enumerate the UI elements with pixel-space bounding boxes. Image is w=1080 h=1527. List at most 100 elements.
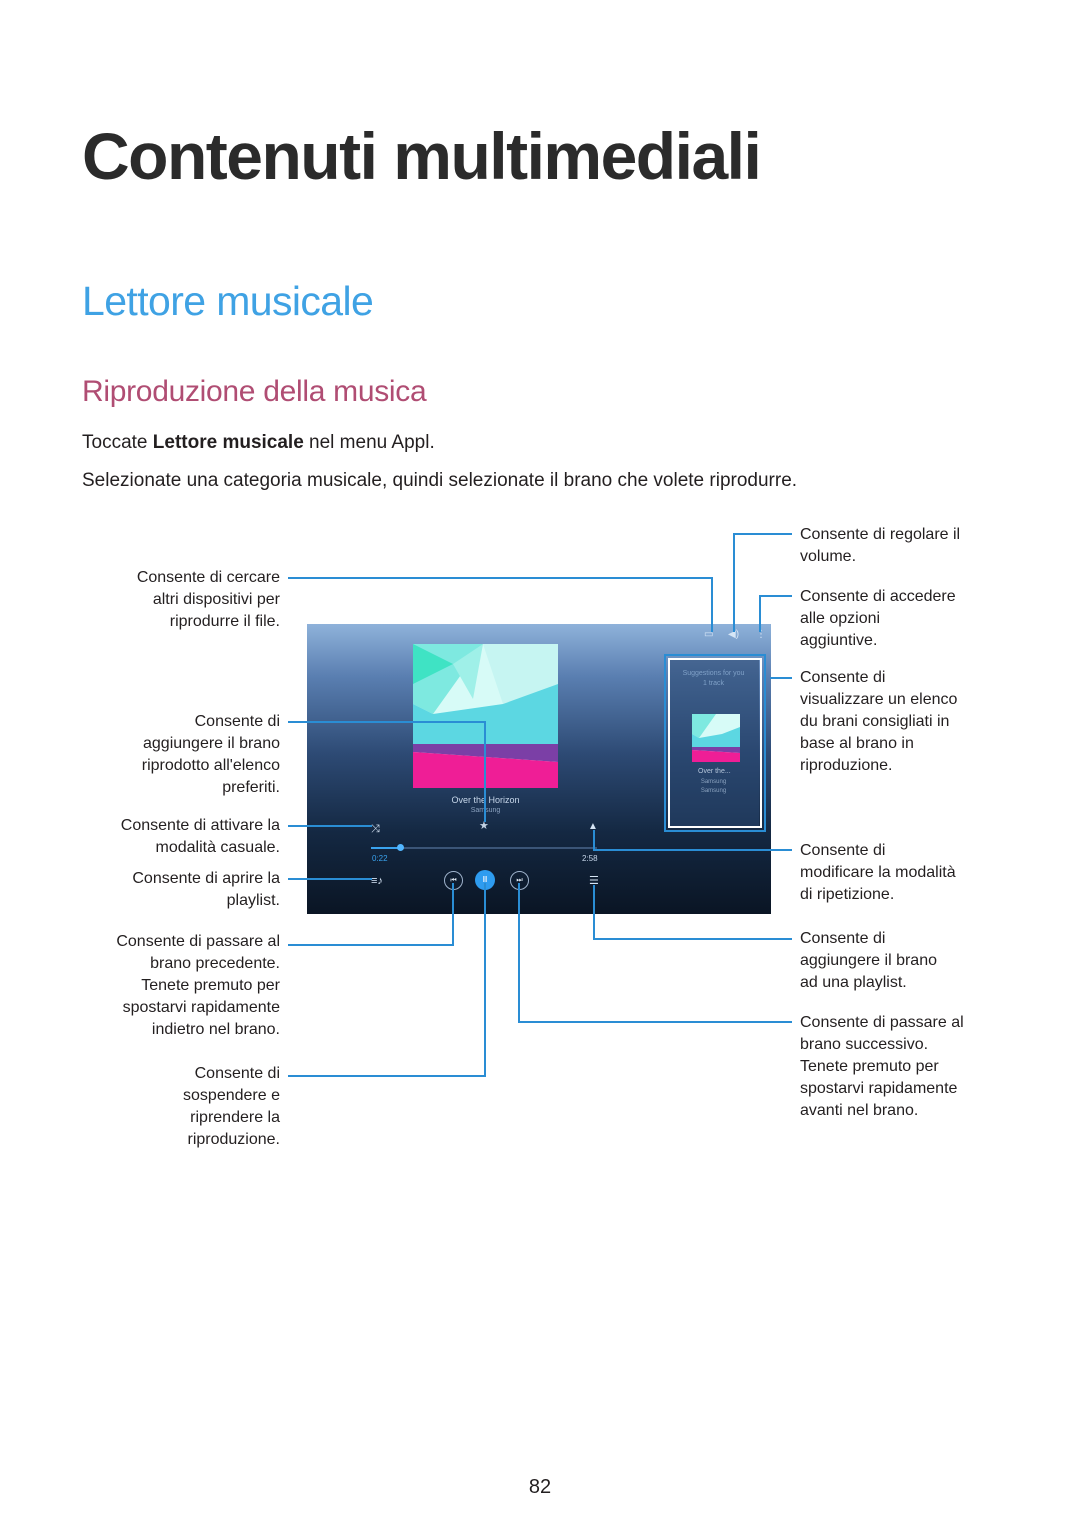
star-icon[interactable]: ★ — [479, 820, 489, 832]
callout-repeat: Consente di modificare la modalità di ri… — [800, 840, 990, 906]
callout-line: modificare la modalità — [800, 864, 956, 881]
device-search-icon[interactable]: ▭ — [704, 629, 714, 640]
suggestions-panel[interactable]: Suggestions for you 1 track Over the... … — [668, 658, 759, 826]
callout-previous: Consente di passare al brano precedente.… — [60, 931, 280, 1041]
music-player-screenshot: ▭ ◀) ⋮ Over the Horizon Samsung ★ ⤨ ▲ 0:… — [307, 624, 771, 914]
suggested-track-album: Samsung — [700, 788, 727, 794]
instruction-suffix: nel menu Appl. — [303, 432, 435, 453]
progress-knob[interactable] — [397, 844, 405, 851]
callout-line: Consente di — [194, 1065, 280, 1082]
callout-line: alle opzioni — [800, 610, 881, 627]
album-art — [413, 644, 558, 788]
callout-line: Consente di — [800, 930, 886, 947]
leader-add-to-playlist — [593, 885, 792, 940]
callout-line: base al brano in — [800, 735, 914, 752]
pause-button[interactable]: II — [475, 870, 495, 890]
callout-line: brano precedente. — [150, 955, 280, 972]
callout-line: brano successivo. — [800, 1036, 929, 1053]
previous-icon: ⏮ — [450, 877, 457, 884]
callout-line: di ripetizione. — [800, 886, 895, 903]
leader-repeat — [593, 830, 792, 851]
callout-pause-resume: Consente di sospendere e riprendere la r… — [60, 1063, 280, 1151]
suggested-album-art[interactable] — [692, 714, 740, 762]
callout-line: Consente di — [800, 842, 886, 859]
callout-line: avanti nel brano. — [800, 1102, 919, 1119]
callout-line: du brani consigliati in — [800, 713, 950, 730]
callout-line: aggiungere il brano — [800, 952, 937, 969]
subsection-title: Riproduzione della musica — [82, 375, 427, 408]
callout-line: indietro nel brano. — [151, 1021, 280, 1038]
app-name-bold: Lettore musicale — [152, 432, 304, 453]
callout-suggestions: Consente di visualizzare un elenco du br… — [800, 667, 990, 777]
callout-line: riproduzione. — [800, 757, 893, 774]
chapter-title: Contenuti multimediali — [82, 119, 762, 193]
playlist-icon[interactable]: ≡♪ — [371, 875, 383, 887]
leader-volume — [733, 533, 792, 632]
suggested-track-title: Over the... — [698, 768, 731, 775]
leader-next — [518, 883, 792, 1023]
album-art-graphic — [413, 644, 558, 788]
callout-add-favorites: Consente di aggiungere il brano riprodot… — [60, 711, 280, 799]
shuffle-icon[interactable]: ⤨ — [371, 823, 380, 835]
callout-next: Consente di passare al brano successivo.… — [800, 1012, 990, 1122]
pause-icon: II — [482, 875, 488, 884]
instruction-paragraph-1: Toccate Lettore musicale nel menu Appl. — [82, 432, 435, 454]
callout-more-options: Consente di accedere alle opzioni aggiun… — [800, 586, 990, 652]
callout-line: riprodotto all'elenco — [141, 757, 280, 774]
callout-line: spostarvi rapidamente — [800, 1080, 958, 1097]
callout-open-playlist: Consente di aprire la playlist. — [60, 868, 280, 912]
callout-line: Consente di passare al — [800, 1014, 964, 1031]
callout-line: volume. — [800, 548, 857, 565]
callout-line: preferiti. — [222, 779, 280, 796]
leader-more-options — [759, 595, 792, 632]
callout-line: playlist. — [226, 892, 280, 909]
suggestions-highlight-inner — [668, 658, 762, 828]
suggested-album-graphic — [692, 714, 740, 762]
time-total: 2:58 — [582, 854, 598, 863]
callout-line: Consente di passare al — [116, 933, 280, 950]
callout-line: visualizzare un elenco — [800, 691, 958, 708]
callout-line: Consente di — [800, 669, 886, 686]
suggestions-count: 1 track — [702, 680, 724, 687]
callout-line: Consente di — [194, 713, 280, 730]
repeat-icon[interactable]: ▲ — [588, 821, 598, 832]
callout-line: riprodurre il file. — [169, 613, 280, 630]
leader-add-favorites — [288, 721, 486, 822]
callout-line: riproduzione. — [187, 1131, 281, 1148]
more-options-icon[interactable]: ⋮ — [756, 629, 766, 640]
progress-fill — [371, 847, 401, 849]
add-to-playlist-icon[interactable]: ☰ — [589, 875, 599, 887]
callout-line: Consente di regolare il — [800, 526, 961, 543]
suggested-track-artist: Samsung — [700, 779, 727, 785]
next-icon: ⏭ — [516, 877, 523, 884]
callout-line: Tenete premuto per — [800, 1058, 939, 1075]
page-number: 82 — [528, 1476, 552, 1498]
callout-add-to-playlist: Consente di aggiungere il brano ad una p… — [800, 928, 990, 994]
progress-bar[interactable] — [371, 844, 597, 851]
callout-shuffle: Consente di attivare la modalità casuale… — [60, 815, 280, 859]
callout-line: Tenete premuto per — [141, 977, 280, 994]
callout-volume: Consente di regolare il volume. — [800, 524, 990, 568]
leader-search-devices — [288, 577, 713, 632]
callout-line: Consente di aprire la — [132, 870, 280, 887]
callout-search-devices: Consente di cercare altri dispositivi pe… — [60, 567, 280, 633]
callout-line: ad una playlist. — [800, 974, 907, 991]
leader-previous — [288, 883, 454, 946]
callout-line: Consente di attivare la — [120, 817, 280, 834]
callout-line: Consente di cercare — [136, 569, 280, 586]
instruction-paragraph-2: Selezionate una categoria musicale, quin… — [82, 470, 798, 491]
callout-line: spostarvi rapidamente — [122, 999, 280, 1016]
suggestions-title: Suggestions for you — [682, 670, 745, 677]
callout-line: modalità casuale. — [155, 839, 280, 856]
leader-pause-resume — [288, 883, 486, 1077]
suggestions-highlight-box — [664, 654, 766, 832]
callout-line: altri dispositivi per — [152, 591, 280, 608]
callout-line: Consente di accedere — [800, 588, 956, 605]
time-elapsed: 0:22 — [372, 854, 388, 863]
section-title: Lettore musicale — [82, 278, 374, 324]
instruction-prefix: Toccate — [82, 432, 153, 453]
callout-line: aggiungere il brano — [143, 735, 280, 752]
volume-icon[interactable]: ◀) — [728, 629, 740, 640]
callout-line: riprendere la — [190, 1109, 280, 1126]
